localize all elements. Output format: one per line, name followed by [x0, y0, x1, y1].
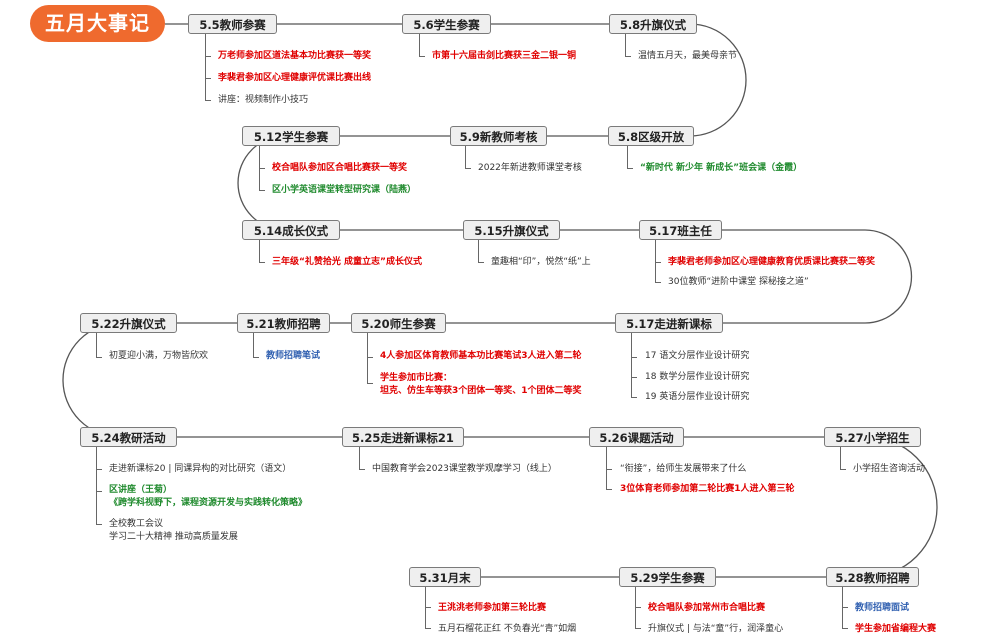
node-0526-project-activity: 5.26课题活动: [589, 427, 684, 447]
item-text: 坦克、仿生车等获3个团体一等奖、1个团体二等奖: [380, 386, 582, 396]
item-text: 18 数学分层作业设计研究: [645, 372, 750, 382]
bracket: [259, 146, 265, 191]
node-0505-teacher-contest: 5.5教师参赛: [188, 14, 277, 34]
item-text: 教师招聘面试: [855, 603, 910, 613]
node-0509-new-teacher-review: 5.9新教师考核: [450, 126, 547, 146]
bracket: [96, 447, 102, 525]
route-line-row1: [165, 23, 747, 137]
item-text: 万老师参加区道法基本功比赛获一等奖: [218, 51, 372, 61]
item-text: 小学招生咨询活动: [853, 464, 926, 474]
item-text: 王洮洮老师参加第三轮比赛: [438, 603, 547, 613]
item-text: 4人参加区体育教师基本功比赛笔试3人进入第二轮: [380, 351, 582, 361]
item-text: 全校教工会议: [109, 519, 164, 529]
node-0517-new-curriculum: 5.17走进新课标: [615, 313, 723, 333]
node-0508-district-open: 5.8区级开放: [608, 126, 694, 146]
bracket: [465, 146, 471, 169]
bracket: [253, 333, 259, 358]
bracket: [627, 146, 633, 169]
bracket: [359, 447, 365, 470]
node-0508-flag-ceremony: 5.8升旗仪式: [609, 14, 697, 34]
page-title: 五月大事记: [30, 5, 165, 42]
item-text: 童趣相“印”，悦然“纸”上: [491, 257, 591, 267]
item-text: 区讲座（王菊）: [109, 485, 173, 495]
item-text: 李裴君参加区心理健康评优课比赛出线: [218, 73, 372, 83]
node-0528-teacher-recruit: 5.28教师招聘: [826, 567, 919, 587]
node-0506-student-contest: 5.6学生参赛: [402, 14, 491, 34]
node-0524-teaching-research: 5.24教研活动: [80, 427, 177, 447]
item-text: 校合唱队参加常州市合唱比赛: [648, 603, 766, 613]
item-text: 三年级“礼赞拾光 成童立志”成长仪式: [272, 257, 422, 267]
item-text: 市第十六届击剑比赛获三金二银一铜: [432, 51, 577, 61]
route-line-row2: [237, 135, 690, 231]
bracket: [419, 34, 425, 57]
item-text: 30位教师“进阶中课堂 探秘接之道”: [668, 277, 809, 287]
bracket: [367, 333, 373, 384]
bracket: [478, 240, 484, 263]
bracket: [625, 34, 631, 57]
item-text: 初夏迎小满，万物皆欣欢: [109, 351, 209, 361]
node-0525-new-curriculum-21: 5.25走进新课标21: [342, 427, 464, 447]
item-text: “衔接”，给师生发展带来了什么: [620, 464, 747, 474]
item-text: 讲座：视频制作小技巧: [218, 95, 309, 105]
bracket: [655, 240, 661, 283]
node-0512-student-contest: 5.12学生参赛: [242, 126, 340, 146]
bracket: [631, 333, 637, 398]
item-text: 学生参加市比赛：: [380, 373, 453, 383]
item-text: 温情五月天，最美母亲节: [638, 51, 738, 61]
item-text: 学生参加省编程大赛: [855, 624, 937, 634]
bracket: [635, 587, 641, 629]
item-text: 区小学英语课堂转型研究课（陆燕）: [272, 185, 417, 195]
node-0515-flag-ceremony: 5.15升旗仪式: [463, 220, 560, 240]
bracket: [842, 587, 848, 629]
node-0522-flag-ceremony: 5.22升旗仪式: [80, 313, 177, 333]
item-text: 3位体育老师参加第二轮比赛1人进入第三轮: [620, 484, 795, 494]
item-text: 17 语文分层作业设计研究: [645, 351, 750, 361]
item-text: 2022年新进教师课堂考核: [478, 163, 582, 173]
node-0517-class-teacher: 5.17班主任: [639, 220, 722, 240]
node-0529-student-contest: 5.29学生参赛: [619, 567, 716, 587]
item-text: “新时代 新少年 新成长”班会课（金霞）: [640, 163, 803, 173]
item-text: 升旗仪式 | 与法“童”行，润泽童心: [648, 624, 784, 634]
node-0531-month-end: 5.31月末: [409, 567, 481, 587]
item-text: 学习二十大精神 推动高质量发展: [109, 532, 238, 542]
item-text: 五月石榴花正红 不负春光“青”如烟: [438, 624, 577, 634]
item-text: 校合唱队参加区合唱比赛获一等奖: [272, 163, 408, 173]
bracket: [96, 333, 102, 358]
bracket: [425, 587, 431, 629]
item-text: 走进新课标20 | 同课异构的对比研究（语文）: [109, 464, 292, 474]
item-text: 中国教育学会2023课堂教学观摩学习（线上）: [372, 464, 557, 474]
item-text: 教师招聘笔试: [266, 351, 321, 361]
bracket: [840, 447, 846, 470]
node-0527-primary-enrollment: 5.27小学招生: [824, 427, 921, 447]
item-text: 李裴君老师参加区心理健康教育优质课比赛获二等奖: [668, 257, 876, 267]
bracket: [259, 240, 265, 263]
route-line-row3: [285, 229, 913, 324]
node-0514-growth-ceremony: 5.14成长仪式: [242, 220, 340, 240]
item-text: 《跨学科视野下，课程资源开发与实践转化策略》: [109, 498, 308, 508]
bracket: [205, 34, 211, 101]
item-text: 19 英语分层作业设计研究: [645, 392, 750, 402]
node-0520-teacher-student-contest: 5.20师生参赛: [351, 313, 446, 333]
node-0521-teacher-recruit: 5.21教师招聘: [237, 313, 330, 333]
bracket: [606, 447, 612, 490]
